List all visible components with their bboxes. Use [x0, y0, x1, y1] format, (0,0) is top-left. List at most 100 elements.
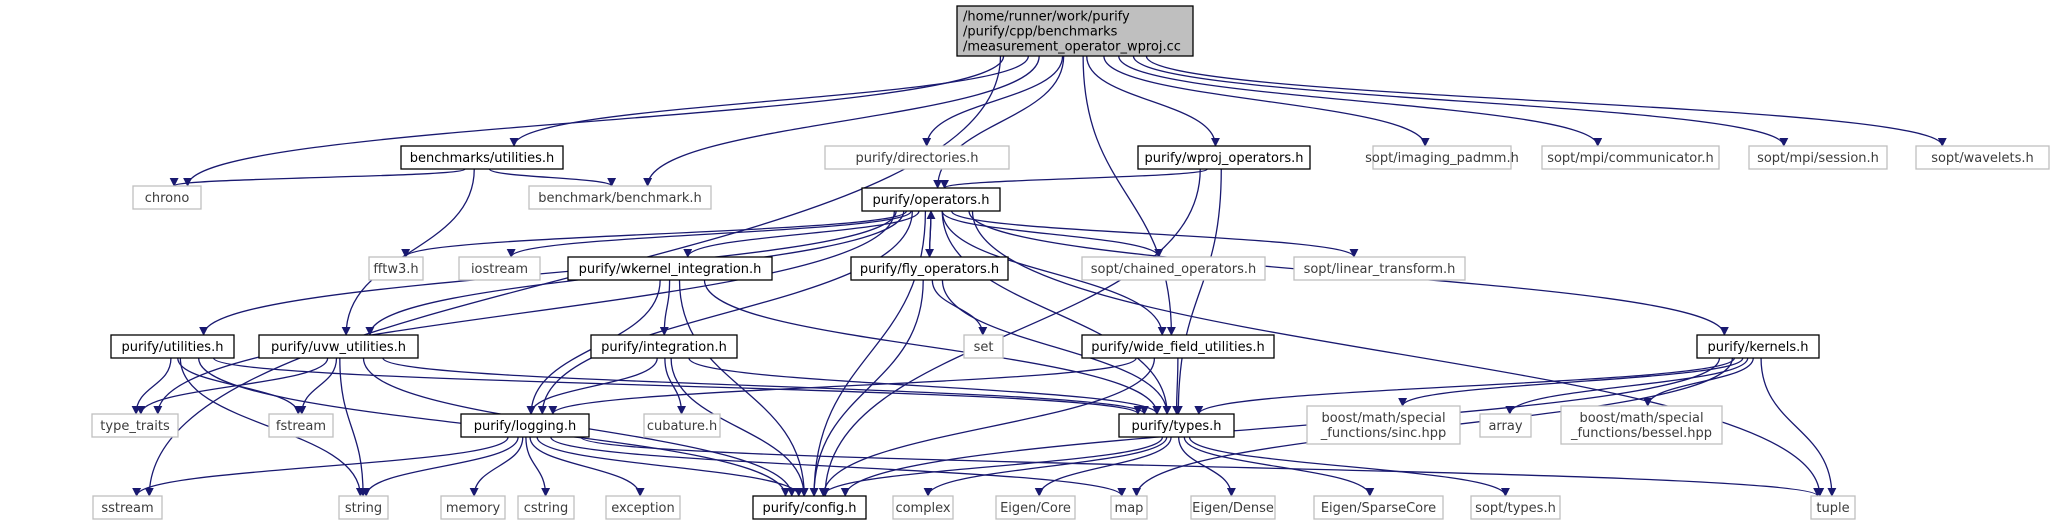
- node-box: [1306, 405, 1461, 445]
- node-label: cubature.h: [647, 419, 717, 434]
- edge-wkernel-to-integration: [659, 279, 671, 336]
- edge-bench_util-to-benchmark: [488, 168, 617, 187]
- node-box: [368, 256, 424, 281]
- dependency-edge: [683, 210, 920, 258]
- node-label: exception: [611, 501, 675, 516]
- node-box: [1810, 495, 1856, 520]
- node-label: set: [974, 340, 994, 355]
- edge-logging-to-cstring: [525, 436, 551, 497]
- node-string: string: [338, 495, 389, 520]
- node-kernels[interactable]: purify/kernels.h: [1696, 334, 1820, 359]
- node-label: fftw3.h: [373, 262, 418, 277]
- node-box: [1313, 495, 1444, 520]
- edge-types-to-eigen_dense: [1178, 436, 1236, 497]
- node-logging[interactable]: purify/logging.h: [460, 413, 590, 438]
- node-label: purify/integration.h: [601, 340, 727, 355]
- node-box: [258, 334, 419, 359]
- node-cubature: cubature.h: [643, 413, 721, 438]
- node-types[interactable]: purify/types.h: [1118, 413, 1235, 438]
- node-mpi-session: sopt/mpi/session.h: [1748, 145, 1888, 170]
- node-wide-field[interactable]: purify/wide_field_utilities.h: [1081, 334, 1275, 359]
- node-box: [956, 5, 1194, 57]
- node-label: /home/runner/work/purify: [963, 10, 1130, 25]
- dependency-edge: [526, 357, 658, 415]
- node-box: [528, 185, 712, 210]
- node-label: sopt/mpi/session.h: [1757, 151, 1879, 166]
- node-exception: exception: [605, 495, 681, 520]
- node-uvw[interactable]: purify/uvw_utilities.h: [258, 334, 419, 359]
- edge-fly_ops-to-config: [809, 279, 924, 497]
- edge-logging-to-memory: [469, 436, 524, 497]
- edge-operators-to-logging: [537, 210, 913, 415]
- node-integration[interactable]: purify/integration.h: [590, 334, 738, 359]
- node-root[interactable]: /home/runner/work/purify/purify/cpp/benc…: [956, 5, 1194, 57]
- node-box: [1915, 145, 2050, 170]
- node-label: Eigen/Dense: [1192, 501, 1274, 516]
- node-utilities[interactable]: purify/utilities.h: [110, 334, 235, 359]
- edge-operators-to-config: [809, 210, 927, 497]
- dependency-edge: [809, 210, 927, 497]
- dependency-edge: [1643, 357, 1754, 407]
- edge-operators-to-wide_field: [941, 210, 1167, 336]
- node-label: purify/directories.h: [855, 151, 978, 166]
- node-box: [963, 334, 1004, 359]
- dependency-edge: [818, 436, 1164, 497]
- node-box: [1081, 334, 1275, 359]
- dependency-edge: [536, 436, 804, 497]
- node-eigen-core: Eigen/Core: [995, 495, 1076, 520]
- node-fly-ops[interactable]: purify/fly_operators.h: [850, 256, 1009, 281]
- node-operators[interactable]: purify/operators.h: [861, 187, 1001, 212]
- dependency-edge: [1172, 357, 1182, 415]
- node-complex: complex: [892, 495, 954, 520]
- dependency-edge: [688, 357, 1162, 415]
- dependency-edge: [922, 55, 1064, 147]
- node-box: [268, 413, 334, 438]
- dependency-edge: [703, 279, 1162, 415]
- edge-operators-to-iostream: [506, 210, 912, 258]
- dependency-edge: [1178, 436, 1236, 497]
- node-label: purify/wide_field_utilities.h: [1091, 340, 1264, 355]
- node-box: [605, 495, 681, 520]
- dependency-edge: [132, 436, 509, 497]
- dependency-edge: [529, 436, 645, 497]
- dependency-edge: [131, 357, 172, 415]
- dependency-edge: [820, 168, 1201, 497]
- node-box: [567, 256, 773, 281]
- edge-kernels-to-bessel: [1643, 357, 1754, 407]
- node-box: [861, 187, 1001, 212]
- node-bench-util[interactable]: benchmarks/utilities.h: [400, 145, 564, 170]
- edge-utilities-to-types: [213, 357, 1143, 415]
- node-map: map: [1110, 495, 1148, 520]
- node-label: sopt/linear_transform.h: [1304, 262, 1456, 277]
- node-label: purify/config.h: [762, 501, 856, 516]
- node-tuple: tuple: [1810, 495, 1856, 520]
- node-sstream: sstream: [92, 495, 163, 520]
- node-directories: purify/directories.h: [824, 145, 1010, 170]
- node-label: purify/wproj_operators.h: [1145, 151, 1304, 166]
- node-wkernel[interactable]: purify/wkernel_integration.h: [567, 256, 773, 281]
- node-config[interactable]: purify/config.h: [752, 495, 867, 520]
- node-array: array: [1479, 413, 1532, 438]
- node-box: [1479, 413, 1532, 438]
- node-box: [1696, 334, 1820, 359]
- node-label: purify/utilities.h: [122, 340, 224, 355]
- node-box: [1110, 495, 1148, 520]
- edge-logging-to-sstream: [132, 436, 509, 497]
- node-box: [590, 334, 738, 359]
- node-chained: sopt/chained_operators.h: [1081, 256, 1266, 281]
- node-eigen-dense: Eigen/Dense: [1190, 495, 1276, 520]
- dependency-edge: [1103, 55, 1430, 147]
- node-box: [1118, 413, 1235, 438]
- dependency-edge: [339, 357, 368, 497]
- node-box: [1293, 256, 1466, 281]
- node-label: sopt/imaging_padmm.h: [1365, 151, 1519, 166]
- edge-root-to-chrono: [183, 55, 1005, 187]
- node-sopt-types: sopt/types.h: [1470, 495, 1561, 520]
- node-wproj-ops[interactable]: purify/wproj_operators.h: [1137, 145, 1311, 170]
- node-iostream: iostream: [458, 256, 541, 281]
- edge-root-to-directories: [922, 55, 1064, 147]
- dependency-edge: [341, 168, 475, 336]
- edge-operators-to-tuple: [971, 210, 1825, 497]
- node-box: [824, 145, 1010, 170]
